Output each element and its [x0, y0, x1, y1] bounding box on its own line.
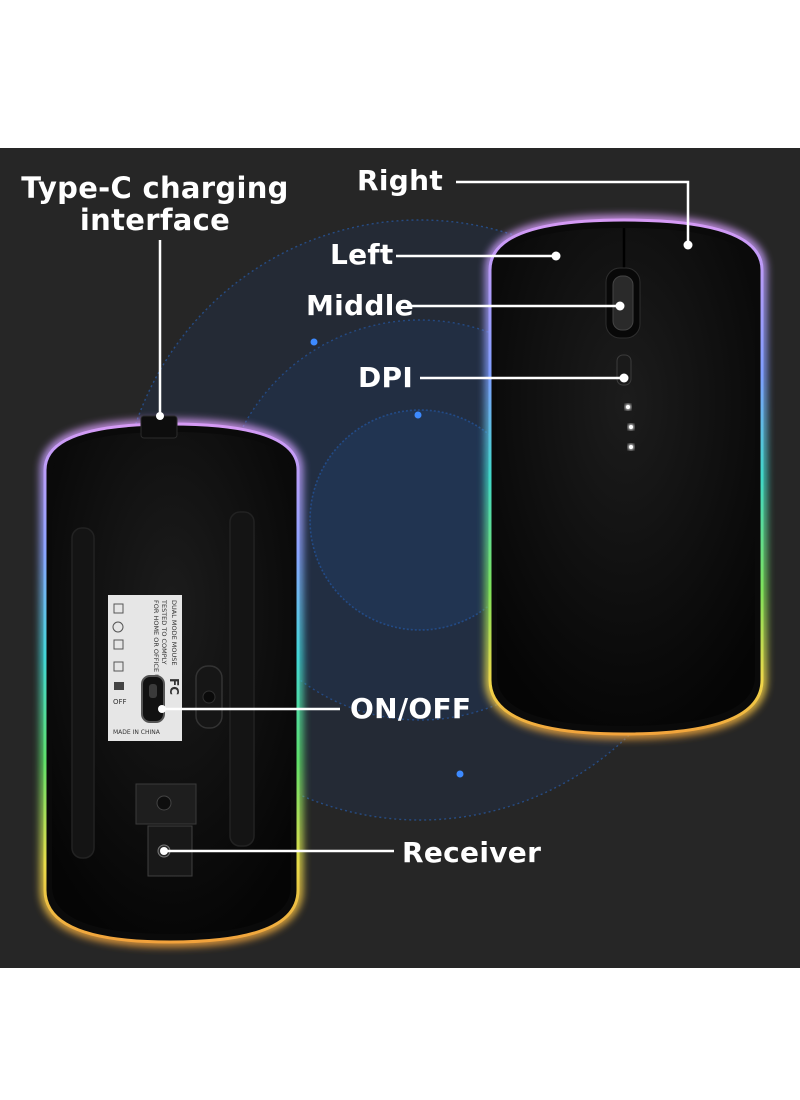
orbit-dot	[310, 338, 318, 346]
mouse-top-view	[485, 214, 767, 740]
orbit-dot	[414, 411, 422, 419]
sticker-line2: TESTED TO COMPLY	[160, 599, 168, 664]
callout-type-c-line2: interface	[79, 203, 231, 237]
sticker-off: OFF	[113, 698, 127, 706]
callout-receiver: Receiver	[402, 836, 542, 869]
skate-left	[71, 527, 95, 859]
sensor-lens	[202, 690, 216, 704]
callout-left: Left	[330, 238, 394, 271]
sticker-made-in: MADE IN CHINA	[113, 729, 161, 736]
dpi-leds	[625, 404, 634, 450]
callout-middle: Middle	[306, 289, 414, 322]
mouse-bottom-view: DUAL MODE MOUSE TESTED TO COMPLY FOR HOM…	[40, 415, 303, 948]
on-off-switch	[141, 675, 165, 723]
callout-on-off: ON/OFF	[350, 692, 472, 725]
sticker-fc: FC	[167, 678, 181, 695]
top-shell	[497, 228, 755, 726]
callout-type-c-line1: Type-C charging	[21, 171, 289, 205]
sticker-line1: DUAL MODE MOUSE	[170, 600, 178, 666]
callout-dpi: DPI	[358, 361, 414, 394]
orbit-dot	[456, 770, 464, 778]
skate-right	[229, 511, 255, 847]
callout-lines	[158, 180, 690, 853]
callout-dots	[156, 240, 693, 855]
sticker-icons	[112, 603, 124, 690]
callout-type-c-charging: Type-C charging interface	[20, 172, 290, 236]
sticker-line3: FOR HOME OR OFFICE USE	[152, 600, 160, 687]
label-sticker: DUAL MODE MOUSE TESTED TO COMPLY FOR HOM…	[108, 595, 182, 741]
callout-right: Right	[357, 164, 444, 197]
